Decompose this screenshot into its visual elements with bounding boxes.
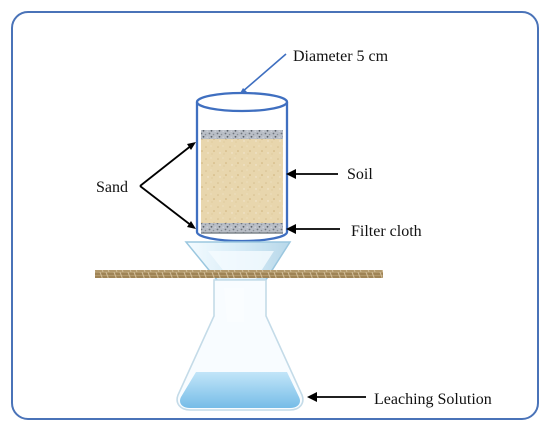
column — [195, 91, 289, 243]
bottom-sand-layer — [201, 223, 283, 233]
sand-arrows — [139, 142, 196, 229]
outer-border — [11, 11, 539, 420]
sand-label: Sand — [96, 179, 128, 196]
conical-flask — [176, 279, 304, 411]
filter-cloth-arrow — [286, 224, 340, 234]
leaching-solution-arrow — [307, 392, 366, 402]
top-sand-layer — [201, 130, 283, 139]
soil-arrow — [286, 169, 338, 179]
arrow-icon — [187, 221, 196, 229]
support-shelf — [95, 270, 383, 278]
arrow-icon — [286, 169, 296, 179]
arrow-icon — [187, 142, 196, 150]
leaching-solution-label: Leaching Solution — [374, 391, 492, 408]
diameter-arrow — [239, 53, 287, 95]
soil-label: Soil — [347, 166, 373, 183]
soil-layer — [201, 139, 283, 223]
leaching-solution-fill — [180, 372, 300, 408]
arrow-icon — [286, 224, 296, 234]
arrow-icon — [307, 392, 317, 402]
filter-cloth-label: Filter cloth — [351, 223, 422, 240]
diameter-label: Diameter 5 cm — [293, 48, 389, 65]
